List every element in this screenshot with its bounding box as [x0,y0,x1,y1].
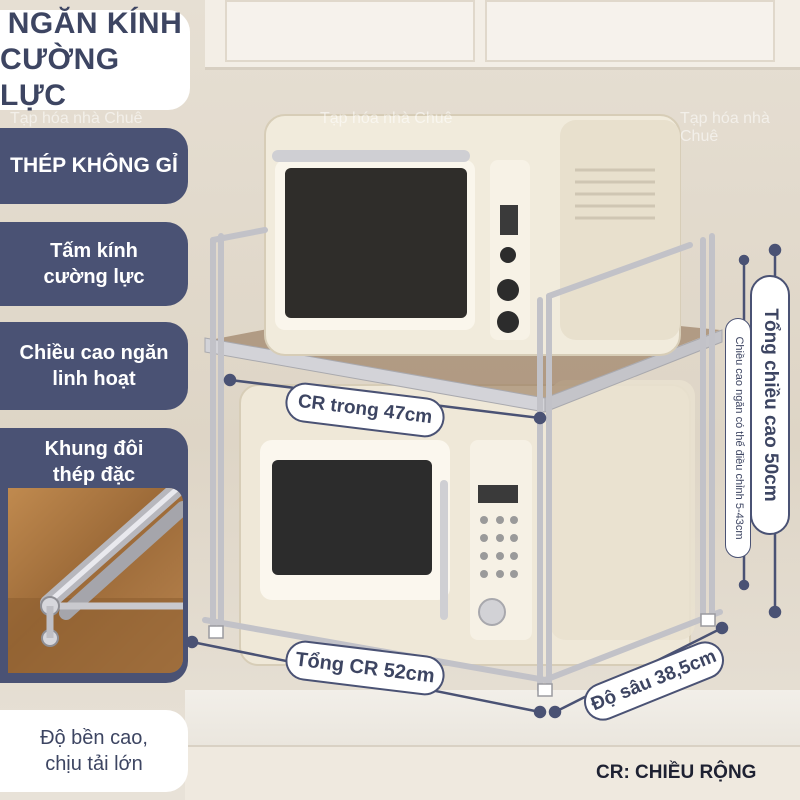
width-abbreviation-note: CR: CHIỀU RỘNG [596,762,757,783]
upper-cabinet [205,0,800,70]
feature-tag-glass: Tấm kính cường lực [0,222,188,306]
tag-text: thép đặc [52,464,136,486]
feature-panel: NGĂN KÍNH CƯỜNG LỰC THÉP KHÔNG GỈ Tấm kí… [0,0,200,800]
microwave [239,380,695,666]
adjustable-height-label: Chiều cao ngăn có thể điều chỉnh 5-43cm [725,318,751,558]
microwave-buttons [480,516,518,578]
steel-frame [202,227,723,693]
steel-tube-photo [8,488,183,673]
title-line: CƯỜNG LỰC [0,43,120,112]
tag-text: THÉP KHÔNG GỈ [10,154,178,177]
tag-text: linh hoạt [52,368,136,390]
feature-tag-double-frame: Khung đôi thép đặc [0,428,188,683]
steel-tube-icon [8,488,183,673]
tag-text: Chiều cao ngăn [19,342,169,364]
feature-tag-durable: Độ bền cao, chịu tải lớn [0,710,188,792]
tag-text: Độ bền cao, [40,727,148,749]
oven [264,114,681,356]
watermark: Tạp hóa nhà Chuê [10,110,143,127]
cabinet-door [225,0,475,62]
feature-tag-stainless: THÉP KHÔNG GỈ [0,128,188,204]
tag-text: Khung đôi [44,438,144,460]
microwave-knob [478,598,506,626]
tag-text: Tấm kính [50,240,138,262]
tag-text: chịu tải lớn [45,753,143,775]
total-height-label: Tổng chiều cao 50cm [750,275,790,535]
counter-front [185,745,800,800]
watermark: Tạp hóa nhà Chuê [680,110,770,145]
tag-text: cường lực [43,266,145,288]
title-box: NGĂN KÍNH CƯỜNG LỰC [0,7,190,112]
watermark: Tạp hóa nhà Chuê [320,110,453,127]
frame-feet [208,613,716,697]
title-line: NGĂN KÍNH [7,7,183,40]
cabinet-door [485,0,775,62]
feature-tag-adjustable: Chiều cao ngăn linh hoạt [0,322,188,410]
